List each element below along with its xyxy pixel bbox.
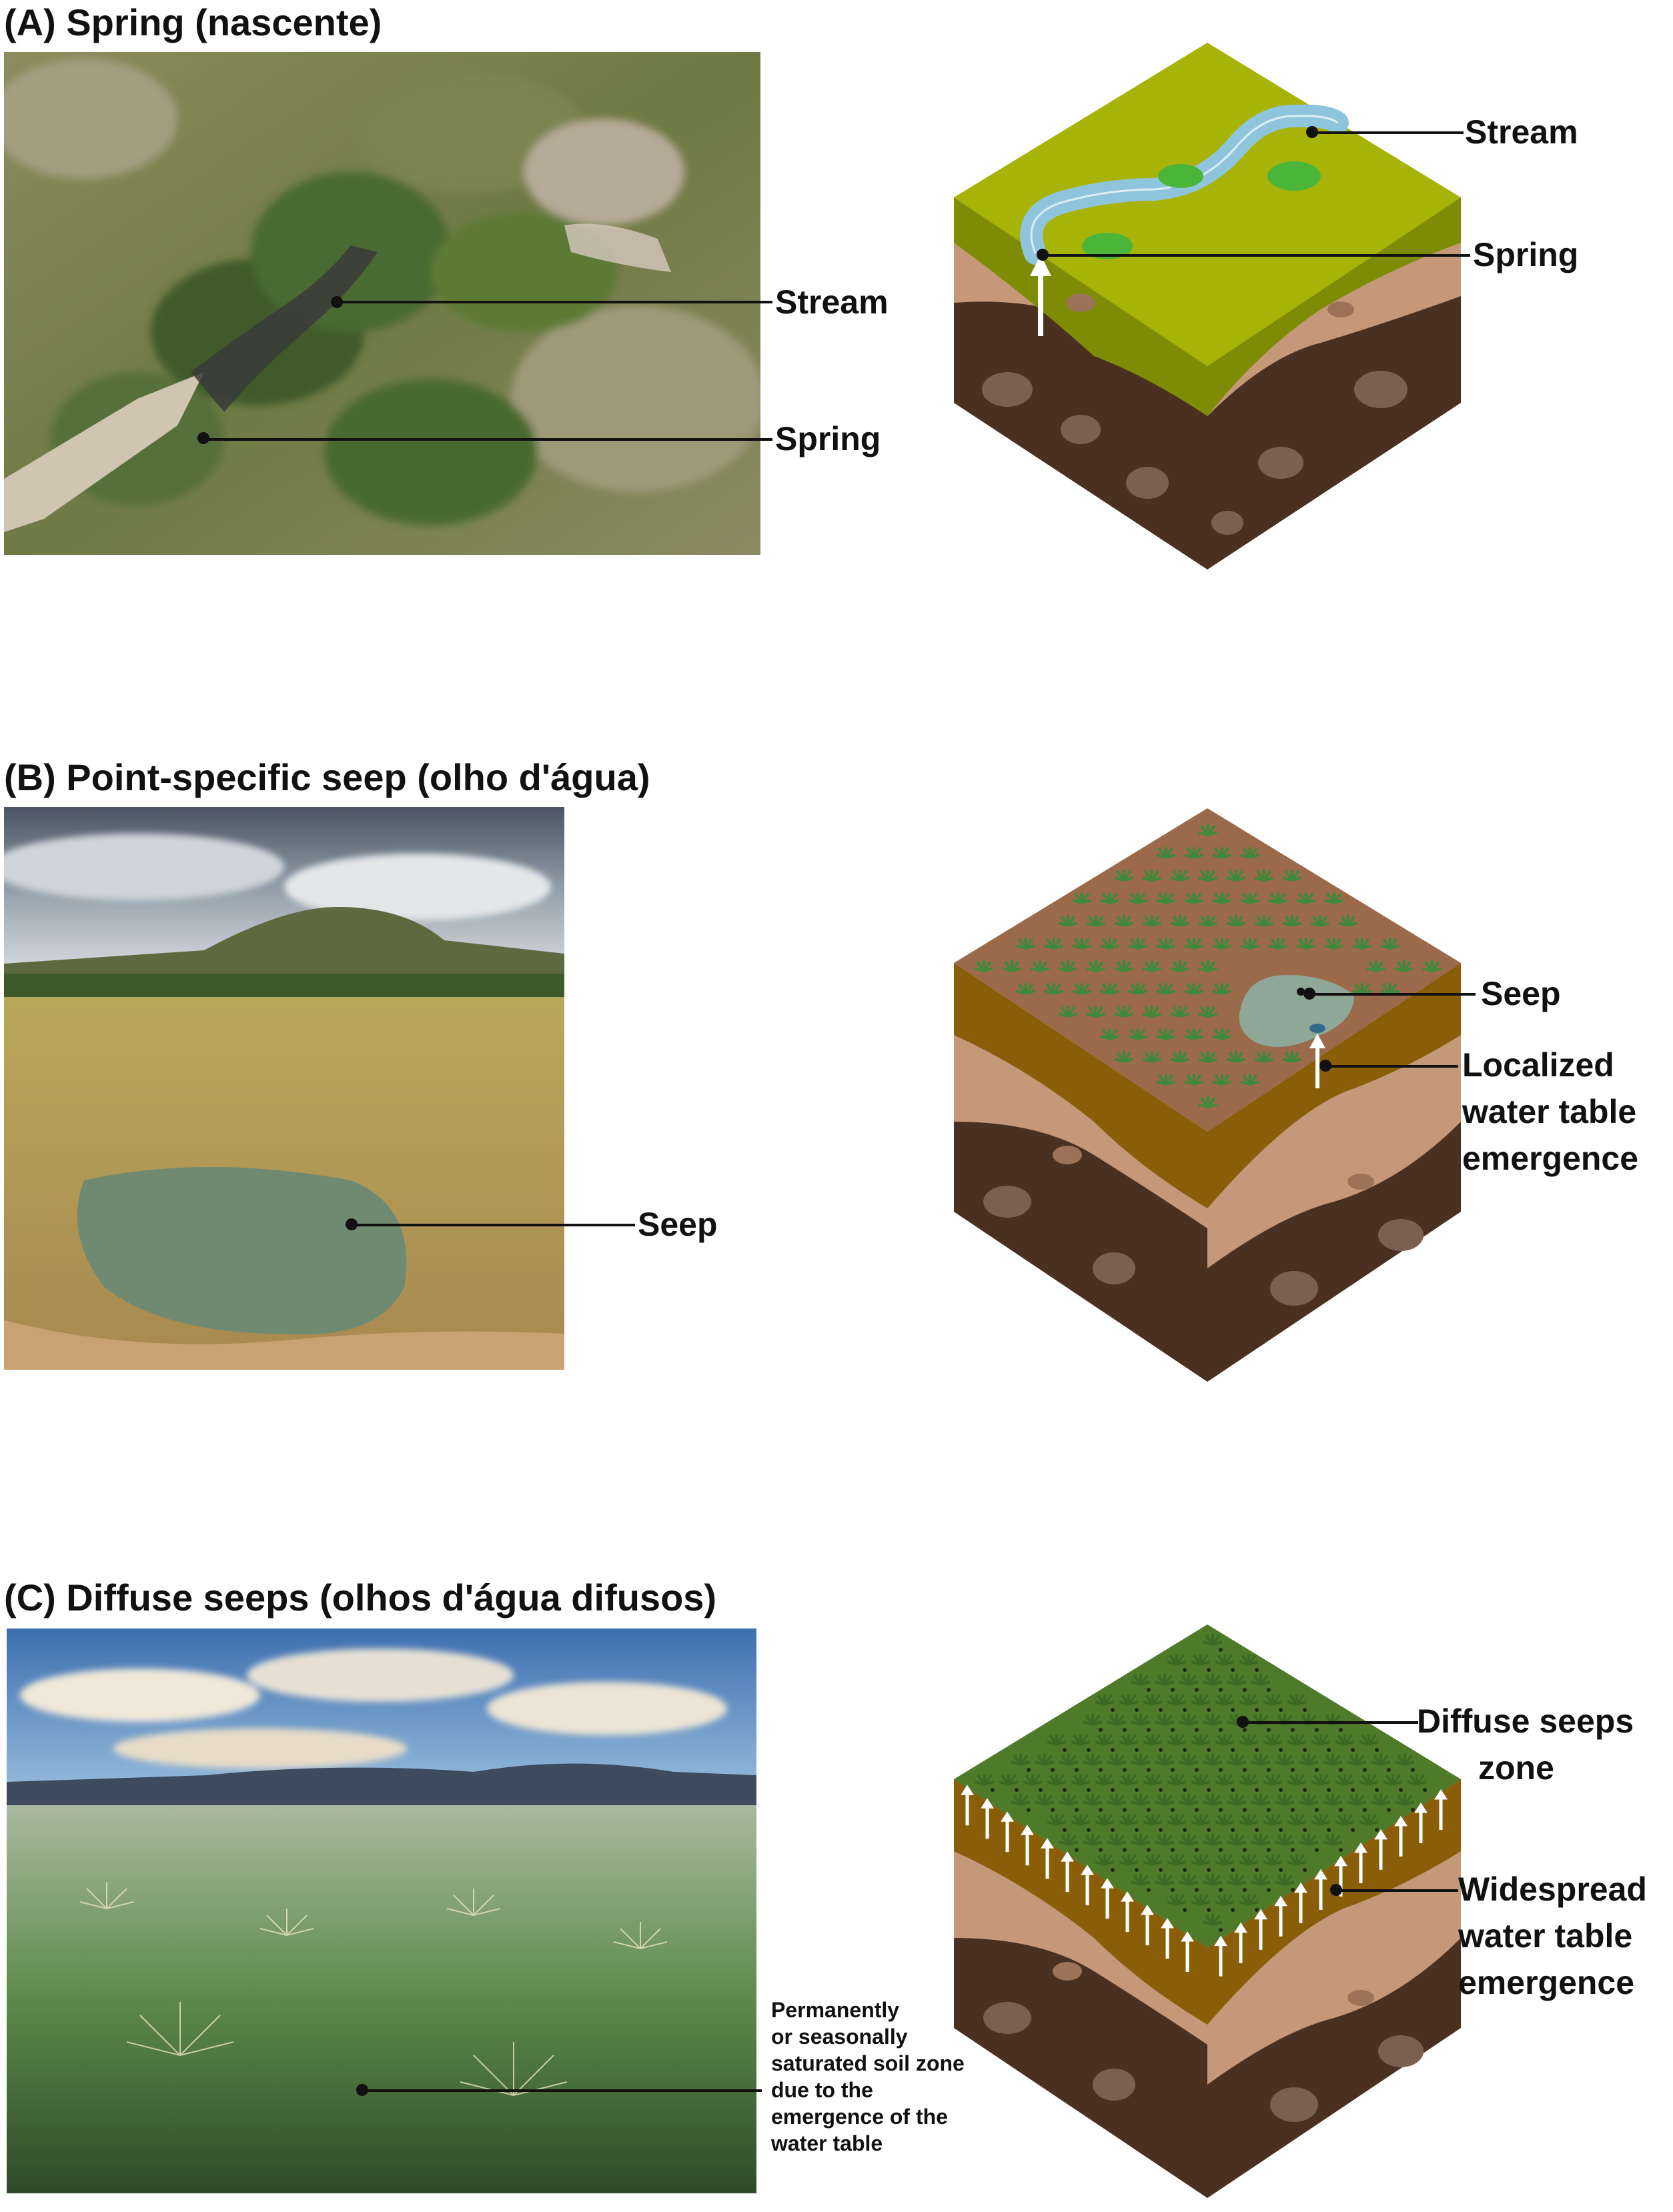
- diagram-a-stream-label: Stream: [1465, 109, 1578, 155]
- diagram-c-zone-label-1: Diffuse seeps: [1417, 1698, 1634, 1745]
- photo-c-saturated-label-3: saturated soil zone: [771, 2050, 965, 2077]
- diagram-a-spring-label: Spring: [1473, 231, 1578, 278]
- photo-a-stream-label: Stream: [775, 279, 889, 325]
- diagram-b-emergence-label-2: water table: [1462, 1088, 1636, 1135]
- diagram-c-emergence-label-3: emergence: [1458, 1959, 1634, 2006]
- photo-c-saturated-label-1: Permanently: [771, 1997, 899, 2023]
- photo-c-saturated-label-2: or seasonally: [771, 2023, 908, 2050]
- panel-a-photo-aerial: [4, 52, 760, 555]
- diagram-b-emergence-label-3: emergence: [1462, 1135, 1638, 1182]
- diagram-b-emergence-label-1: Localized: [1462, 1042, 1614, 1088]
- diagram-c-emergence-label-1: Widespread: [1458, 1866, 1647, 1913]
- photo-c-saturated-label-4: due to the: [771, 2077, 873, 2103]
- photo-c-saturated-label-6: water table: [771, 2130, 883, 2157]
- diagram-c-diffuse-block: [947, 1624, 1468, 2198]
- diagram-b-seep-block: [947, 808, 1468, 1382]
- photo-c-saturated-label-5: emergence of the: [771, 2103, 948, 2130]
- panel-a-title: (A) Spring (nascente): [4, 4, 382, 41]
- panel-b-photo-seep: [4, 807, 564, 1370]
- spring-marker-photo: [197, 432, 209, 444]
- stream-marker-photo: [331, 296, 343, 308]
- panel-b-title: (B) Point-specific seep (olho d'água): [4, 759, 650, 796]
- photo-b-seep-label: Seep: [638, 1201, 718, 1248]
- diagram-c-zone-label-2: zone: [1478, 1745, 1554, 1791]
- diagram-a-spring-block: [947, 43, 1468, 570]
- panel-c-photo-diffuse: [7, 1628, 756, 2193]
- diagram-b-seep-label: Seep: [1481, 970, 1561, 1017]
- diagram-c-emergence-label-2: water table: [1458, 1913, 1632, 1959]
- panel-c-title: (C) Diffuse seeps (olhos d'água difusos): [4, 1579, 716, 1616]
- photo-a-spring-label: Spring: [775, 415, 881, 462]
